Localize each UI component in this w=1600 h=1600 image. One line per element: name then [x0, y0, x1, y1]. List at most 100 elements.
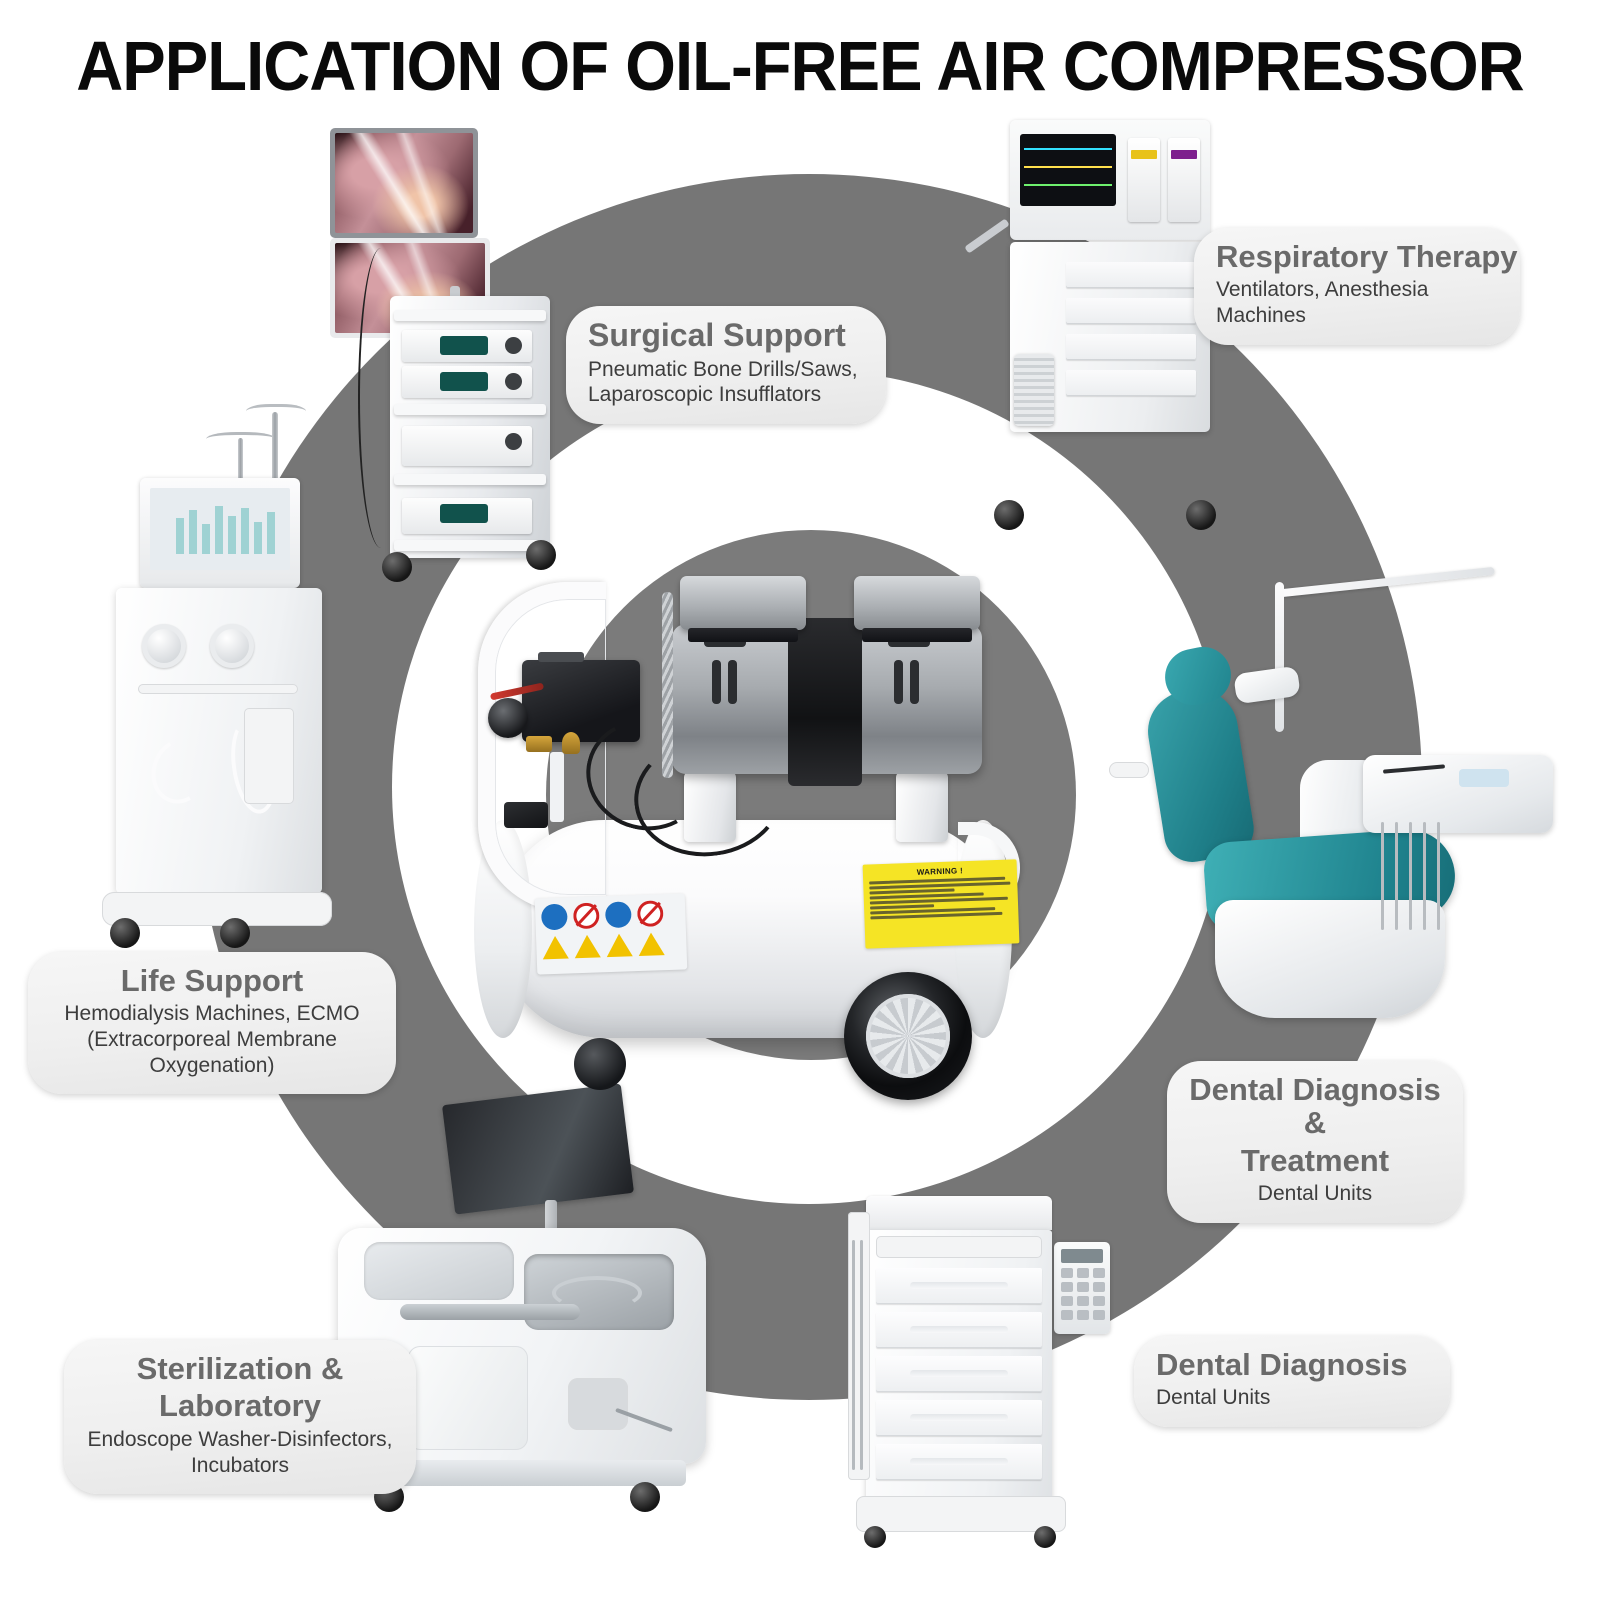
- port-indicator: [440, 336, 488, 355]
- caster-wheel: [110, 918, 140, 948]
- callout-subtitle-line2: Incubators: [190, 1453, 290, 1477]
- callout-title: Dental Diagnosis: [1156, 1347, 1408, 1382]
- pressure-switch[interactable]: [522, 652, 640, 742]
- washer-lid[interactable]: [364, 1242, 514, 1300]
- washer-side-port: [568, 1378, 628, 1430]
- patient-monitor-screen: [1020, 134, 1116, 206]
- dental-chair-unit: [1095, 560, 1555, 1060]
- braided-discharge-hose: [662, 592, 673, 778]
- cart-drawer[interactable]: [876, 1400, 1042, 1436]
- motor-mount-foot: [896, 772, 948, 842]
- cart-shelf: [394, 310, 546, 321]
- callout-title-line1: Sterilization &: [136, 1351, 344, 1386]
- dialysis-touchscreen: [150, 488, 290, 570]
- cabinet-drawer: [1066, 298, 1196, 324]
- assistant-arm: [1109, 762, 1149, 778]
- port-indicator: [440, 372, 488, 391]
- outlet-pipe: [550, 752, 564, 822]
- operating-light-arm: [1280, 566, 1495, 598]
- callout-title-line2: Treatment: [1240, 1142, 1390, 1178]
- automatic-start-warning-icon: [637, 932, 665, 957]
- callout-sterilization-laboratory[interactable]: Sterilization & Laboratory Endoscope Was…: [64, 1340, 416, 1495]
- endoscope-cable: [358, 248, 404, 548]
- no-water-spray-icon: [636, 900, 664, 928]
- cart-base: [856, 1496, 1066, 1532]
- operating-light-head: [1233, 665, 1301, 705]
- iv-stand-hook: [206, 432, 276, 448]
- camera-control-unit: [402, 330, 532, 362]
- anesthesia-cabinet: [1010, 242, 1210, 432]
- power-plug: [504, 802, 548, 828]
- callout-dental-diagnosis-treatment[interactable]: Dental Diagnosis & Treatment Dental Unit…: [1167, 1061, 1463, 1224]
- cart-drawer[interactable]: [876, 1268, 1042, 1304]
- dialysis-display-housing: [140, 478, 300, 588]
- wear-goggles-icon: [540, 903, 568, 931]
- callout-subtitle-line1: Dental Units: [1257, 1182, 1373, 1206]
- caster-wheel: [864, 1526, 886, 1548]
- laparoscopic-video-image: [335, 133, 473, 233]
- callout-life-support[interactable]: Life Support Hemodialysis Machines, ECMO…: [28, 952, 396, 1095]
- vaporizer-sevoflurane: [1128, 138, 1160, 222]
- cart-drawer[interactable]: [876, 1444, 1042, 1480]
- cylinder-head-left: [680, 576, 806, 642]
- caster-wheel: [382, 552, 412, 582]
- machine-rail: [138, 684, 298, 694]
- cart-drawer[interactable]: [876, 1312, 1042, 1348]
- keypad-buttons[interactable]: [1061, 1268, 1105, 1320]
- knob-icon: [505, 433, 522, 450]
- cart-cabinet: [866, 1230, 1052, 1500]
- dental-delivery-cart: [848, 1196, 1118, 1550]
- motor-mount-foot: [684, 772, 736, 842]
- instrument-tray: [1363, 755, 1553, 833]
- drain-valve: [562, 732, 580, 754]
- dental-mirror-tool: [1382, 764, 1446, 774]
- cart-base-rail: [394, 540, 546, 551]
- chair-backrest: [1142, 684, 1258, 866]
- machine-base: [102, 892, 332, 926]
- callout-surgical-support[interactable]: Surgical Support Pneumatic Bone Drills/S…: [566, 306, 886, 424]
- hot-surface-warning-icon: [606, 933, 633, 958]
- caster-wheel: [630, 1482, 660, 1512]
- caster-wheel: [994, 500, 1024, 530]
- cabinet-drawer: [1066, 370, 1196, 396]
- callout-subtitle-line1: Endoscope Washer-Disinfectors,: [87, 1427, 393, 1451]
- callout-dental-diagnosis[interactable]: Dental Diagnosis Dental Units: [1134, 1336, 1450, 1428]
- general-warning-icon: [542, 935, 569, 960]
- suction-hose: [852, 1240, 855, 1470]
- blood-pump-rotor: [142, 624, 186, 668]
- cart-shelf: [394, 474, 546, 485]
- callout-title: Life Support: [120, 963, 304, 998]
- caster-wheel: [1034, 1526, 1056, 1548]
- air-water-hose: [860, 1240, 863, 1470]
- washer-control-panel[interactable]: [400, 1304, 580, 1320]
- chair-base: [1215, 900, 1445, 1018]
- tray-cup: [1459, 769, 1509, 787]
- pictogram-row-warning: [542, 932, 681, 960]
- hemodialysis-machine: [96, 404, 336, 958]
- callout-title: Respiratory Therapy: [1216, 239, 1518, 274]
- support-foot-wheel: [574, 1038, 626, 1090]
- vaporizer-label: [1171, 150, 1197, 159]
- keypad-display: [1061, 1249, 1103, 1263]
- cart-control-keypad[interactable]: [1054, 1242, 1110, 1334]
- callout-title-line1: Dental Diagnosis &: [1189, 1072, 1441, 1141]
- oil-free-air-compressor: WARNING !: [466, 540, 1066, 1160]
- dialysis-chart: [176, 506, 275, 554]
- caster-wheel: [1186, 500, 1216, 530]
- electrosurgical-unit: [402, 498, 532, 534]
- callout-subtitle-line1: Dental Units: [1156, 1386, 1271, 1410]
- iv-pole-hook: [246, 404, 306, 422]
- callout-respiratory-therapy[interactable]: Respiratory Therapy Ventilators, Anesthe…: [1194, 228, 1520, 345]
- callout-subtitle-line2: (Extracorporeal Membrane Oxygenation): [87, 1028, 337, 1077]
- pressure-gauge: [488, 698, 528, 738]
- cart-drawer[interactable]: [876, 1356, 1042, 1392]
- cart-control-strip: [876, 1236, 1042, 1258]
- cabinet-drawer: [1066, 262, 1196, 288]
- no-open-flame-icon: [572, 902, 600, 930]
- vaporizer-label: [1131, 150, 1157, 159]
- washer-access-door[interactable]: [408, 1346, 528, 1450]
- endoscopy-monitor-left: [330, 128, 478, 238]
- warning-label: WARNING !: [862, 859, 1020, 949]
- transport-wheel: [844, 972, 972, 1100]
